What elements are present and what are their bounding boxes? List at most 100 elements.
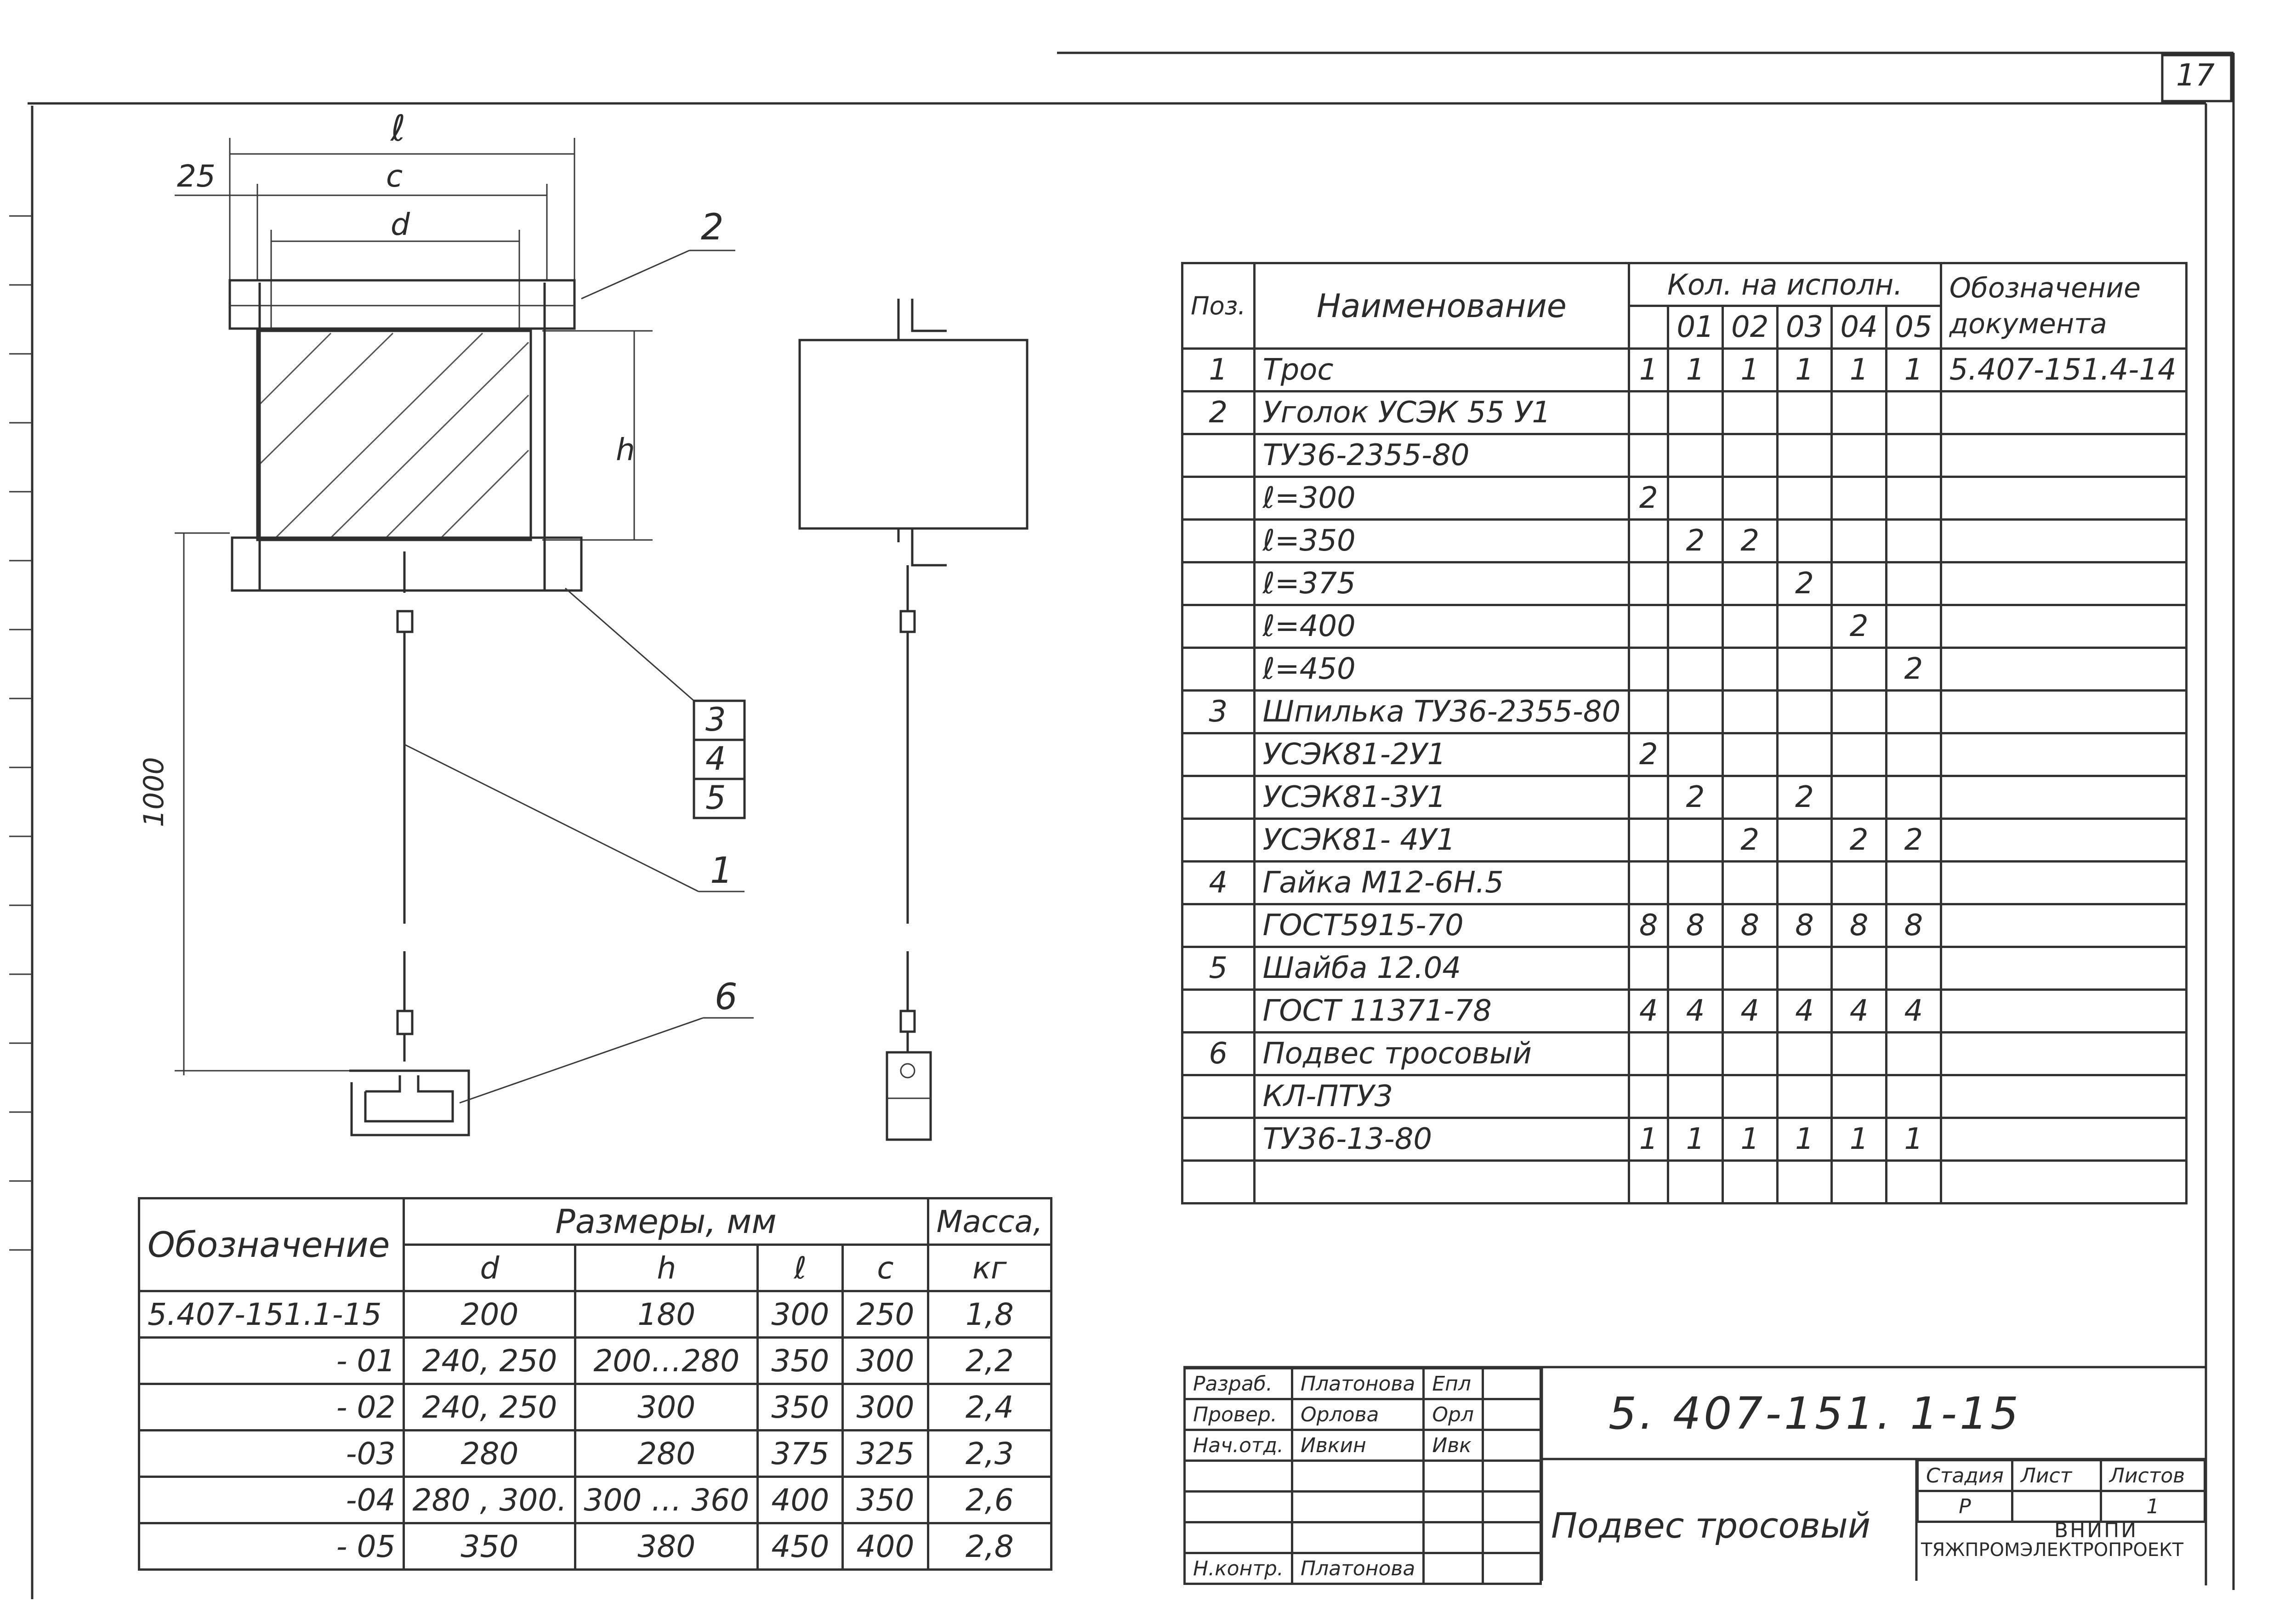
spec-cell-pos <box>1181 604 1256 649</box>
drawing-code: 5. 407-151. 1-15 <box>1608 1388 2022 1439</box>
dims-cell-l: 350 <box>756 1336 844 1385</box>
spec-cell-qty <box>1721 775 1779 820</box>
spec-cell-doc <box>1939 732 2188 777</box>
spec-cell-qty: 1 <box>1628 1117 1670 1162</box>
spec-cell-qty <box>1830 647 1887 692</box>
dims-cell-mass: 2,4 <box>926 1383 1053 1431</box>
spec-cell-name: Уголок УСЭК 55 У1 <box>1253 390 1631 435</box>
spec-cell-qty <box>1667 1074 1724 1119</box>
spec-cell-qty: 1 <box>1830 347 1887 392</box>
spec-cell-qty <box>1776 818 1833 863</box>
spec-cell-pos <box>1181 1159 1256 1204</box>
sheets-label: Листов <box>2099 1459 2206 1492</box>
spec-cell-pos: 2 <box>1181 390 1256 435</box>
spec-cell-name: УСЭК81-2У1 <box>1253 732 1631 777</box>
spec-header-variant: 05 <box>1885 305 1942 350</box>
spec-cell-qty: 1 <box>1830 1117 1887 1162</box>
dims-header-l: ℓ <box>756 1244 844 1292</box>
spec-cell-qty <box>1776 604 1833 649</box>
spec-cell-qty <box>1667 860 1724 905</box>
role-cell-role <box>1183 1521 1293 1554</box>
spec-cell-qty <box>1885 390 1942 435</box>
spec-cell-qty <box>1721 1031 1779 1076</box>
spec-cell-name: ТУ36-13-80 <box>1253 1117 1631 1162</box>
spec-cell-name: ℓ=450 <box>1253 647 1631 692</box>
spec-cell-name: Гайка М12-6Н.5 <box>1253 860 1631 905</box>
spec-cell-qty: 2 <box>1776 775 1833 820</box>
dims-cell-designation: - 05 <box>137 1522 405 1571</box>
spec-cell-qty: 8 <box>1721 903 1779 948</box>
spec-header-variant: 01 <box>1667 305 1724 350</box>
spec-cell-qty <box>1885 561 1942 606</box>
spec-header-doc: Обозначение документа <box>1939 262 2188 350</box>
spec-cell-qty <box>1667 390 1724 435</box>
role-cell-name <box>1290 1459 1425 1493</box>
dims-cell-mass: 1,8 <box>926 1290 1053 1339</box>
spec-cell-qty <box>1628 1031 1670 1076</box>
spec-header-variants: 01 02 03 04 05 <box>1182 305 2187 350</box>
label-pos-3: 3 <box>705 701 726 738</box>
org-name-line2: ТЯЖПРОМЭЛЕКТРОПРОЕКТ <box>1921 1539 2184 1561</box>
spec-cell-qty <box>1721 689 1779 734</box>
spec-cell-qty <box>1667 818 1724 863</box>
spec-cell-name: КЛ-ПТУ3 <box>1253 1074 1631 1119</box>
spec-cell-qty: 2 <box>1667 518 1724 563</box>
role-cell-date <box>1482 1459 1542 1493</box>
spec-cell-pos: 5 <box>1181 946 1256 991</box>
spec-cell-qty: 2 <box>1776 561 1833 606</box>
binding-ticks <box>9 215 32 1251</box>
dims-cell-mass: 2,8 <box>926 1522 1053 1571</box>
spec-cell-qty <box>1776 732 1833 777</box>
dims-header-designation: Обозначение <box>137 1197 405 1292</box>
spec-cell-qty <box>1885 433 1942 478</box>
spec-cell-name <box>1253 1159 1631 1204</box>
role-cell-sign <box>1422 1552 1484 1585</box>
spec-cell-qty <box>1776 689 1833 734</box>
spec-cell-qty <box>1628 689 1670 734</box>
role-cell-date <box>1482 1367 1542 1400</box>
dims-cell-mass: 2,2 <box>926 1336 1053 1385</box>
spec-cell-qty <box>1776 647 1833 692</box>
spec-cell-qty: 8 <box>1667 903 1724 948</box>
dims-cell-h: 200…280 <box>574 1336 759 1385</box>
spec-cell-name: ℓ=375 <box>1253 561 1631 606</box>
spec-cell-qty <box>1667 946 1724 991</box>
spec-cell-qty <box>1721 390 1779 435</box>
dims-cell-l: 300 <box>756 1290 844 1339</box>
spec-cell-doc <box>1939 390 2188 435</box>
spec-cell-pos <box>1181 433 1256 478</box>
spec-cell-doc <box>1939 518 2188 563</box>
role-row <box>1183 1521 1542 1554</box>
role-cell-date <box>1482 1490 1542 1523</box>
label-h: h <box>616 432 635 467</box>
spec-cell-qty <box>1776 860 1833 905</box>
spec-cell-qty <box>1667 604 1724 649</box>
dims-cell-l: 350 <box>756 1383 844 1431</box>
label-pos-4: 4 <box>705 740 726 778</box>
spec-cell-qty <box>1628 518 1670 563</box>
dims-cell-mass: 2,3 <box>926 1429 1053 1478</box>
spec-row: КЛ-ПТУ3 <box>1181 1074 2188 1119</box>
role-cell-role <box>1183 1490 1293 1523</box>
spec-cell-qty <box>1830 433 1887 478</box>
dims-cell-d: 200 <box>403 1290 577 1339</box>
spec-cell-doc <box>1939 1117 2188 1162</box>
dims-cell-c: 350 <box>841 1476 929 1524</box>
spec-cell-qty: 8 <box>1830 903 1887 948</box>
spec-cell-qty: 2 <box>1830 818 1887 863</box>
dims-cell-l: 400 <box>756 1476 844 1524</box>
stage-value: Р <box>1916 1490 2013 1523</box>
spec-cell-doc <box>1939 775 2188 820</box>
spec-cell-pos <box>1181 988 1256 1033</box>
sheet-value <box>2011 1490 2102 1523</box>
spec-table: Поз. Наименование Кол. на исполн. Обозна… <box>1181 262 2188 1204</box>
spec-cell-qty <box>1776 476 1833 521</box>
spec-cell-qty <box>1830 1159 1887 1204</box>
spec-cell-qty: 2 <box>1721 518 1779 563</box>
role-cell-sign: Епл <box>1422 1367 1484 1400</box>
